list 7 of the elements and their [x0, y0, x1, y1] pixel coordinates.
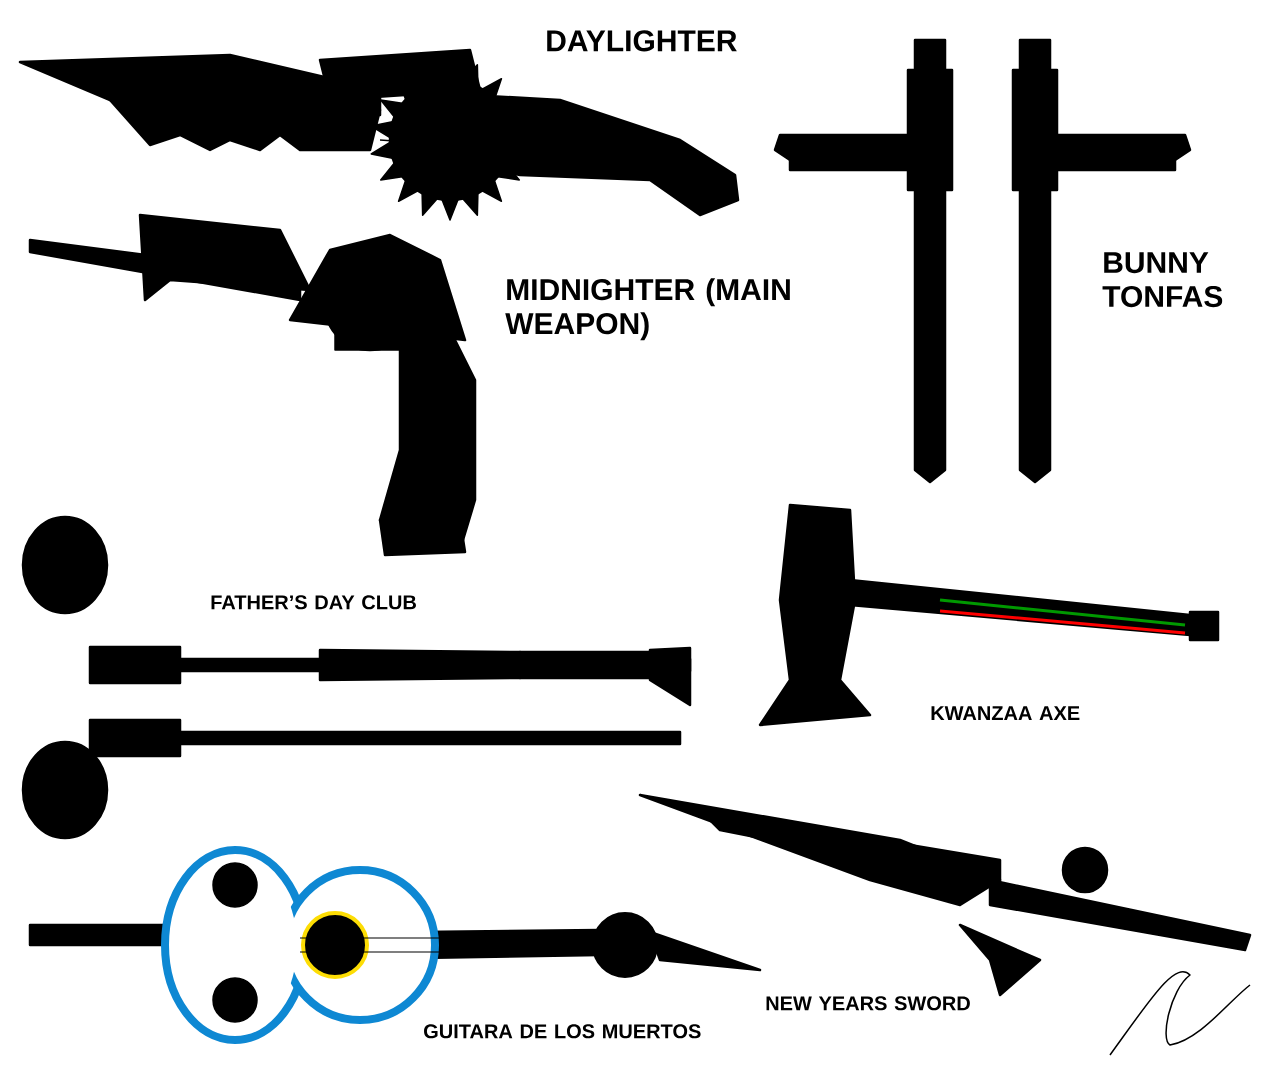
weapon-label: KWANZAA AXE [931, 706, 1080, 720]
weapon-label: NEW YEARS SWORD [766, 996, 970, 1011]
weapon-label: MIDNIGHTER (MAIN WEAPON) [505, 278, 790, 341]
weapon-label: BUNNY TONFAS [1102, 252, 1223, 308]
weapon-label: DAYLIGHTER [547, 30, 737, 52]
weapon-label: GUITARA DE LOS MUERTOS [424, 1024, 701, 1039]
weapon-label: FATHER’S DAY CLUB [211, 595, 416, 610]
